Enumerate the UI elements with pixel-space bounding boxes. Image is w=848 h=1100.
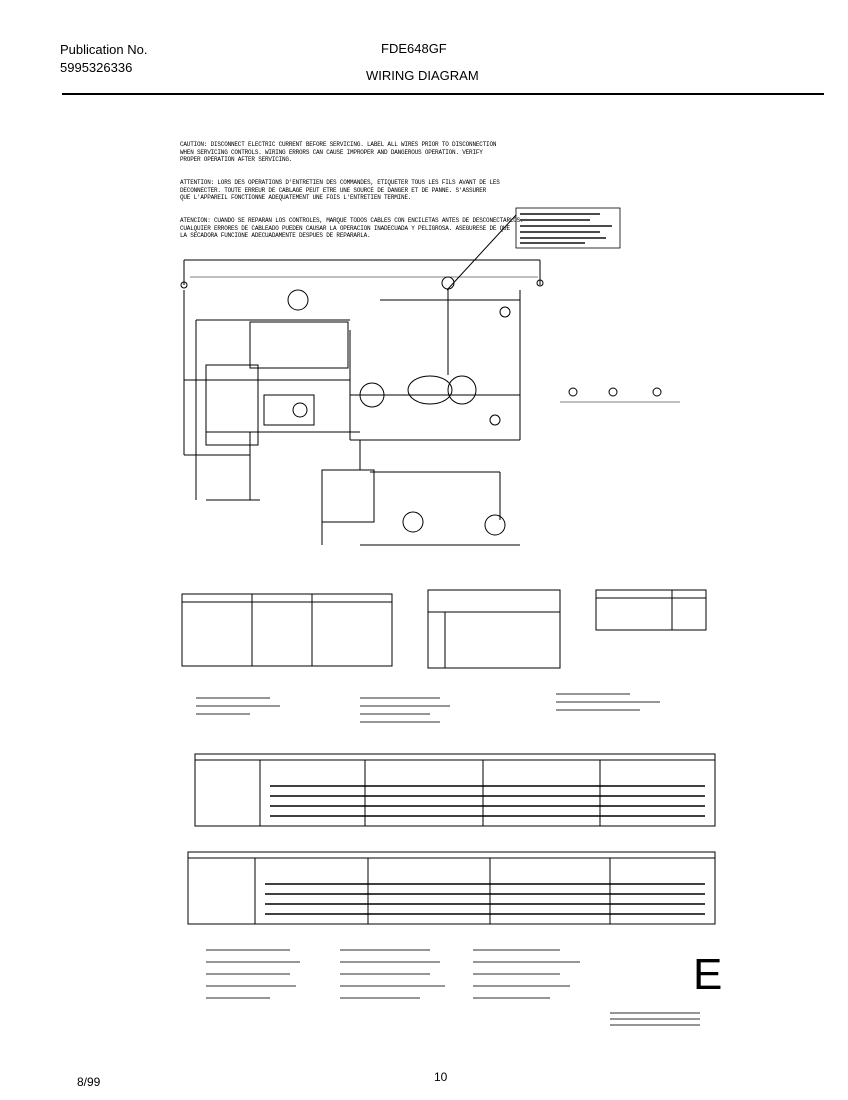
caution-english: CAUTION: DISCONNECT ELECTRIC CURRENT BEF…: [180, 141, 497, 164]
corner-letter: E: [693, 950, 723, 999]
publication-label: Publication No.: [60, 42, 148, 57]
model-number: FDE648GF: [381, 41, 447, 56]
caution-block: CAUTION: DISCONNECT ELECTRIC CURRENT BEF…: [180, 126, 550, 248]
publication-number: 5995326336: [60, 60, 133, 75]
header-rule: [62, 93, 824, 95]
caution-french: ATTENTION: LORS DES OPERATIONS D'ENTRETI…: [180, 179, 500, 202]
caution-spanish: ATENCION: CUANDO SE REPARAN LOS CONTROLE…: [180, 217, 524, 240]
page-title: WIRING DIAGRAM: [366, 68, 479, 83]
footer-date: 8/99: [77, 1075, 101, 1089]
page-number: 10: [434, 1070, 448, 1084]
